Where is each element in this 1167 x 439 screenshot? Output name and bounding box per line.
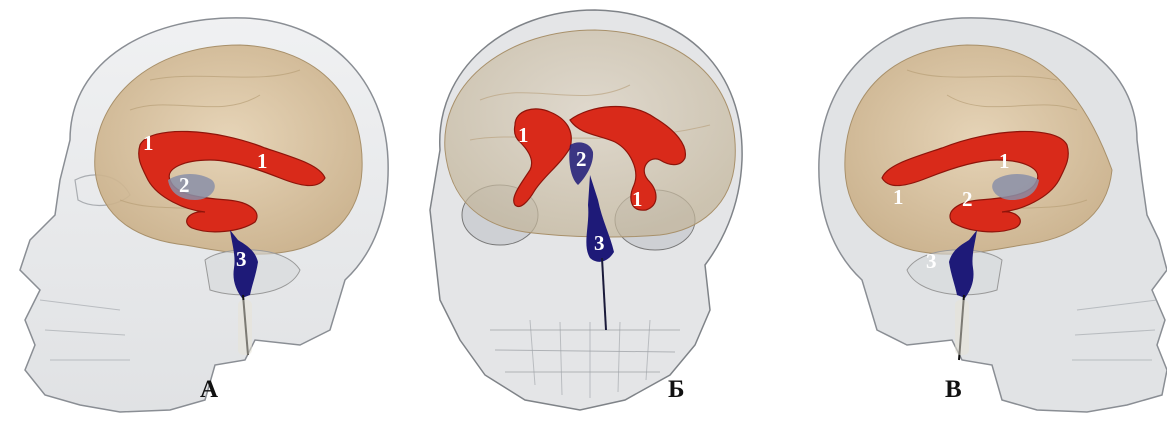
caption-a: А xyxy=(200,376,218,404)
head-illustration-a: 1 1 2 3 xyxy=(0,0,400,439)
label-third-ventricle: 2 xyxy=(576,147,587,171)
label-lateral-ventricle-left: 1 xyxy=(518,123,529,147)
label-lateral-ventricle-back: 1 xyxy=(999,149,1010,173)
label-lateral-ventricle-front: 1 xyxy=(893,185,904,209)
caption-b: Б xyxy=(668,376,685,404)
label-lateral-ventricle-back: 1 xyxy=(257,149,268,173)
panel-b: 1 1 2 3 Б xyxy=(410,0,760,439)
label-fourth-ventricle: 3 xyxy=(926,249,937,273)
head-illustration-b: 1 1 2 3 xyxy=(410,0,760,439)
label-fourth-ventricle: 3 xyxy=(594,231,605,255)
panel-a: 1 1 2 3 А xyxy=(0,0,400,439)
head-illustration-v: 1 1 2 3 xyxy=(767,0,1167,439)
label-lateral-ventricle-right: 1 xyxy=(632,187,643,211)
caption-v: В xyxy=(945,376,962,404)
label-third-ventricle: 2 xyxy=(962,187,973,211)
label-lateral-ventricle-front: 1 xyxy=(143,131,154,155)
panel-v: 1 1 2 3 В xyxy=(767,0,1167,439)
label-third-ventricle: 2 xyxy=(179,173,190,197)
label-fourth-ventricle: 3 xyxy=(236,247,247,271)
